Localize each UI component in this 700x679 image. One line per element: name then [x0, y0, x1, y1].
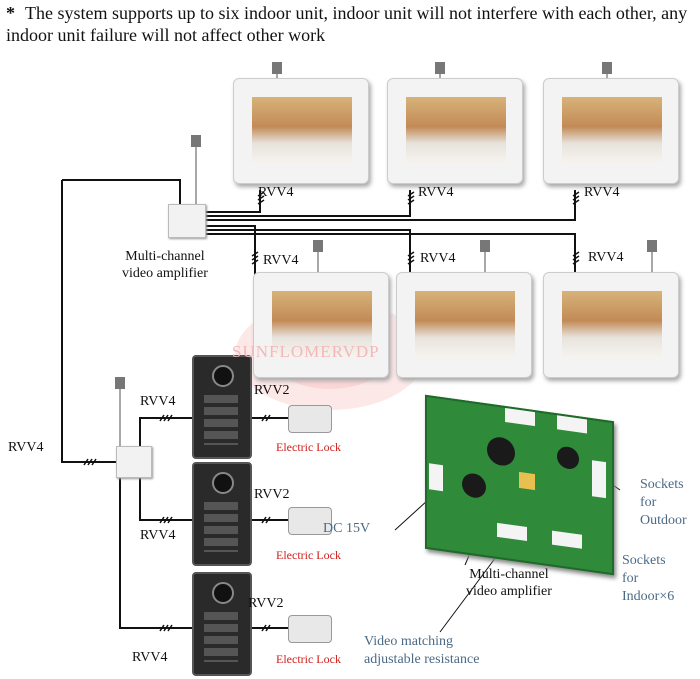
label-amplifier-board: Multi-channel video amplifier	[466, 566, 552, 600]
door-station-2	[192, 462, 252, 566]
keypad	[204, 612, 238, 662]
indoor-monitor-3	[543, 78, 679, 184]
label-sockets-outdoor-2: for	[640, 495, 657, 510]
camera-lens	[212, 582, 234, 604]
label-rvv4-bottom-3: RVV4	[588, 250, 624, 265]
label-rvv2-2: RVV2	[254, 487, 290, 502]
label-sockets-indoor-1: Sockets	[622, 553, 666, 568]
monitor-screen	[562, 97, 662, 163]
label-rvv4-bottom-2: RVV4	[420, 251, 456, 266]
label-dc-15v: DC 15V	[323, 521, 371, 536]
label-rvv4-station-3: RVV4	[132, 650, 168, 665]
label-rvv2-3: RVV2	[248, 596, 284, 611]
label-rvv4-station-1: RVV4	[140, 394, 176, 409]
electric-lock-3	[288, 615, 332, 643]
label-rvv4-top-2: RVV4	[418, 185, 454, 200]
label-sockets-outdoor-1: Sockets	[640, 477, 684, 492]
label-amplifier-top-line2: video amplifier	[122, 266, 208, 281]
amplifier-circuit-board	[425, 394, 614, 576]
indoor-monitor-5	[396, 272, 532, 378]
socket	[592, 460, 606, 499]
keypad	[204, 395, 238, 445]
socket	[497, 522, 527, 542]
monitor-screen	[562, 291, 662, 357]
label-rvv4-bottom-1: RVV4	[263, 253, 299, 268]
adjustable-resistor	[519, 471, 535, 491]
label-rvv4-trunk: RVV4	[8, 440, 44, 455]
system-note: *The system supports up to six indoor un…	[6, 2, 696, 46]
label-amplifier-board-line2: video amplifier	[466, 584, 552, 599]
capacitor	[462, 471, 486, 500]
label-sockets-outdoor-3: Outdoor	[640, 513, 687, 528]
label-video-matching: Video matching adjustable resistance	[364, 633, 479, 669]
socket	[552, 530, 582, 549]
monitor-screen	[406, 97, 506, 163]
capacitor	[487, 435, 515, 468]
label-sockets-indoor-3: Indoor×6	[622, 589, 675, 604]
electric-lock-2	[288, 507, 332, 535]
label-electric-lock-2: Electric Lock	[276, 548, 341, 562]
label-video-matching-1: Video matching	[364, 634, 453, 649]
note-text: The system supports up to six indoor uni…	[6, 3, 688, 45]
label-amplifier-top: Multi-channel video amplifier	[122, 248, 208, 282]
indoor-monitor-6	[543, 272, 679, 378]
label-rvv4-station-2: RVV4	[140, 528, 176, 543]
label-rvv4-top-3: RVV4	[584, 185, 620, 200]
keypad	[204, 502, 238, 552]
outdoor-junction-box	[116, 446, 152, 478]
socket	[505, 407, 535, 427]
watermark: SUNFLOMERVDP	[232, 342, 380, 361]
label-amplifier-board-line1: Multi-channel	[469, 567, 549, 582]
indoor-monitor-4	[253, 272, 389, 378]
amplifier-junction-box	[168, 204, 206, 238]
label-electric-lock-3: Electric Lock	[276, 652, 341, 666]
label-rvv2-1: RVV2	[254, 383, 290, 398]
label-video-matching-2: adjustable resistance	[364, 652, 480, 667]
monitor-screen	[252, 97, 352, 163]
socket	[557, 415, 587, 434]
monitor-screen	[272, 291, 372, 357]
label-sockets-indoor: Sockets for Indoor×6	[622, 552, 674, 606]
camera-lens	[212, 365, 234, 387]
electric-lock-1	[288, 405, 332, 433]
label-rvv4-top-1: RVV4	[258, 185, 294, 200]
label-amplifier-top-line1: Multi-channel	[125, 249, 205, 264]
camera-lens	[212, 472, 234, 494]
door-station-1	[192, 355, 252, 459]
monitor-screen	[415, 291, 515, 357]
label-electric-lock-1: Electric Lock	[276, 440, 341, 454]
socket	[429, 463, 443, 492]
indoor-monitor-2	[387, 78, 523, 184]
note-bullet: *	[6, 3, 15, 23]
label-sockets-indoor-2: for	[622, 571, 639, 586]
label-sockets-outdoor: Sockets for Outdoor	[640, 476, 687, 530]
door-station-3	[192, 572, 252, 676]
capacitor	[557, 445, 579, 471]
indoor-monitor-1	[233, 78, 369, 184]
